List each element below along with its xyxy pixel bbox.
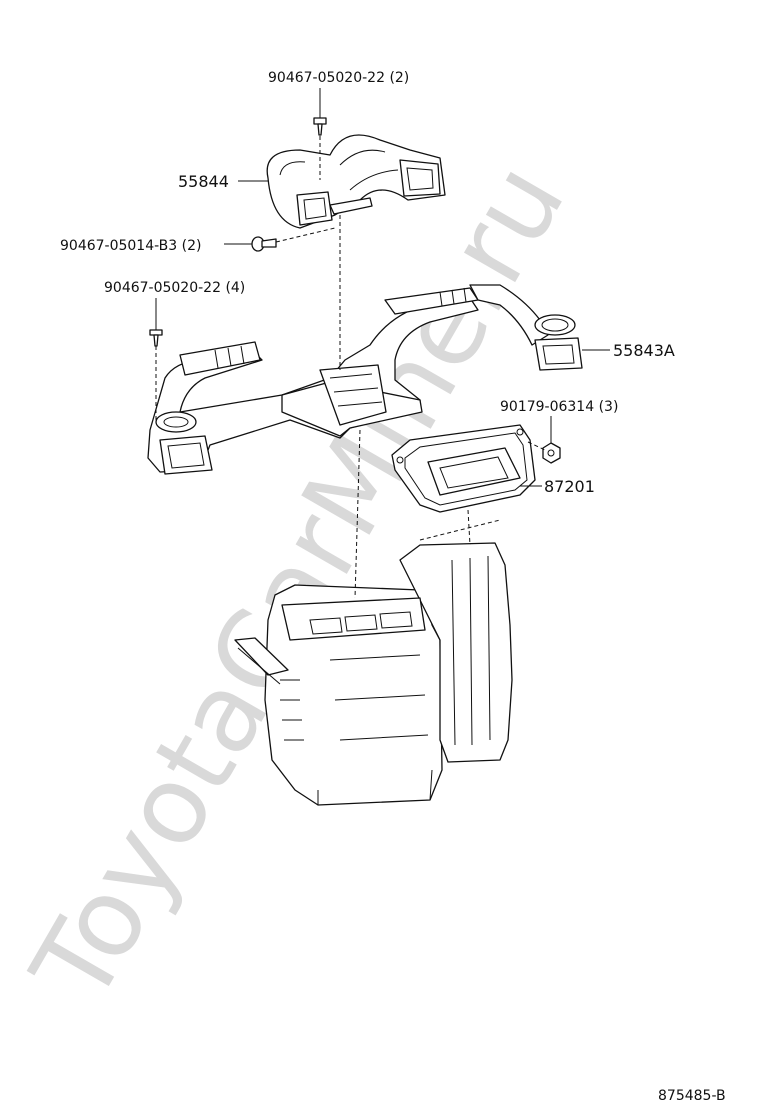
leader-lines	[155, 88, 610, 487]
label-nut: 90179-06314 (3)	[500, 399, 618, 415]
clip-icon	[251, 236, 277, 252]
nut-icon	[542, 442, 561, 464]
bolt-icon	[149, 329, 163, 347]
main-duct-55843A	[147, 284, 583, 475]
label-bolt-top: 90467-05020-22 (2)	[268, 70, 409, 86]
diagram-code: 875485-B	[658, 1088, 726, 1104]
heater-unit	[234, 542, 513, 806]
label-clip-mid: 90467-05014-B3 (2)	[60, 238, 201, 254]
lower-duct-87201	[391, 424, 536, 513]
label-duct-main: 55843A	[613, 341, 675, 360]
label-bolt-left: 90467-05020-22 (4)	[104, 280, 245, 296]
bolt-icon	[313, 117, 327, 136]
label-duct-upper: 55844	[178, 172, 229, 191]
upper-duct-55844	[266, 134, 446, 229]
label-duct-lower: 87201	[544, 477, 595, 496]
assembly-lines	[155, 136, 546, 599]
